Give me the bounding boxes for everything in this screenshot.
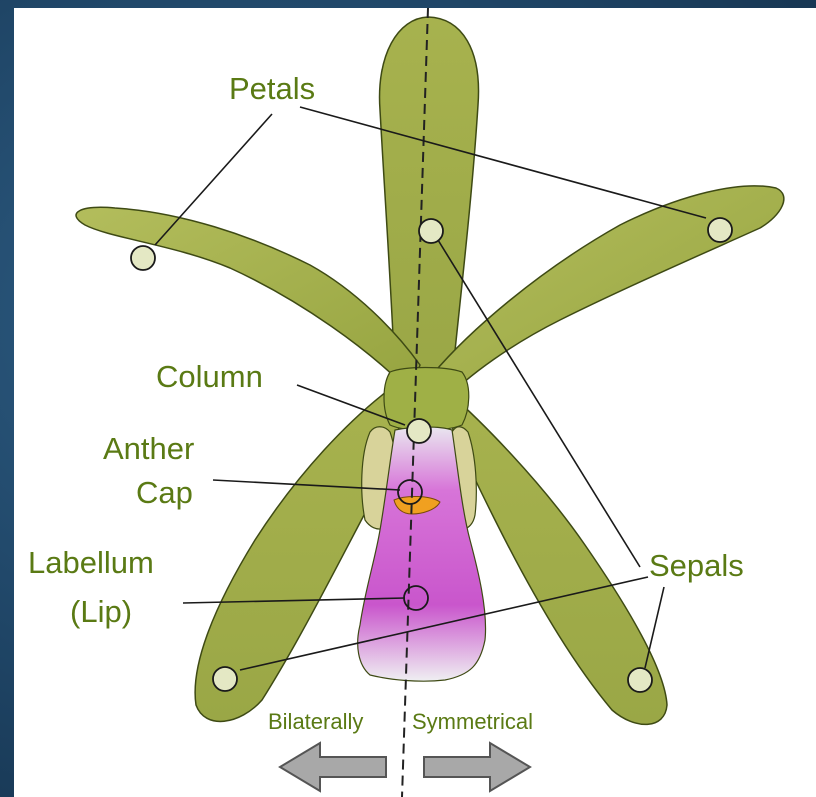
arrow-right-icon xyxy=(424,743,530,791)
leader-petals-left xyxy=(155,114,272,245)
sepal-dorsal xyxy=(380,17,479,380)
marker-sepal-dorsal xyxy=(419,219,443,243)
arrow-left-icon xyxy=(280,743,386,791)
label-anther-line1: Anther xyxy=(103,432,194,466)
petal-right xyxy=(432,186,784,395)
label-labellum-line1: Labellum xyxy=(28,546,154,580)
label-sepals: Sepals xyxy=(649,549,744,583)
leader-sepal-lower-right xyxy=(645,587,664,668)
label-column: Column xyxy=(156,360,263,394)
label-anther-line2: Cap xyxy=(136,476,193,510)
marker-petal-left xyxy=(131,246,155,270)
label-symmetry-right: Symmetrical xyxy=(412,709,533,735)
leader-petals-right xyxy=(300,107,706,218)
label-petals: Petals xyxy=(229,72,315,106)
label-symmetry-left: Bilaterally xyxy=(268,709,363,735)
marker-petal-right xyxy=(708,218,732,242)
marker-sepal-lower-left xyxy=(213,667,237,691)
marker-column xyxy=(407,419,431,443)
label-labellum-line2: (Lip) xyxy=(70,595,132,629)
marker-sepal-lower-right xyxy=(628,668,652,692)
